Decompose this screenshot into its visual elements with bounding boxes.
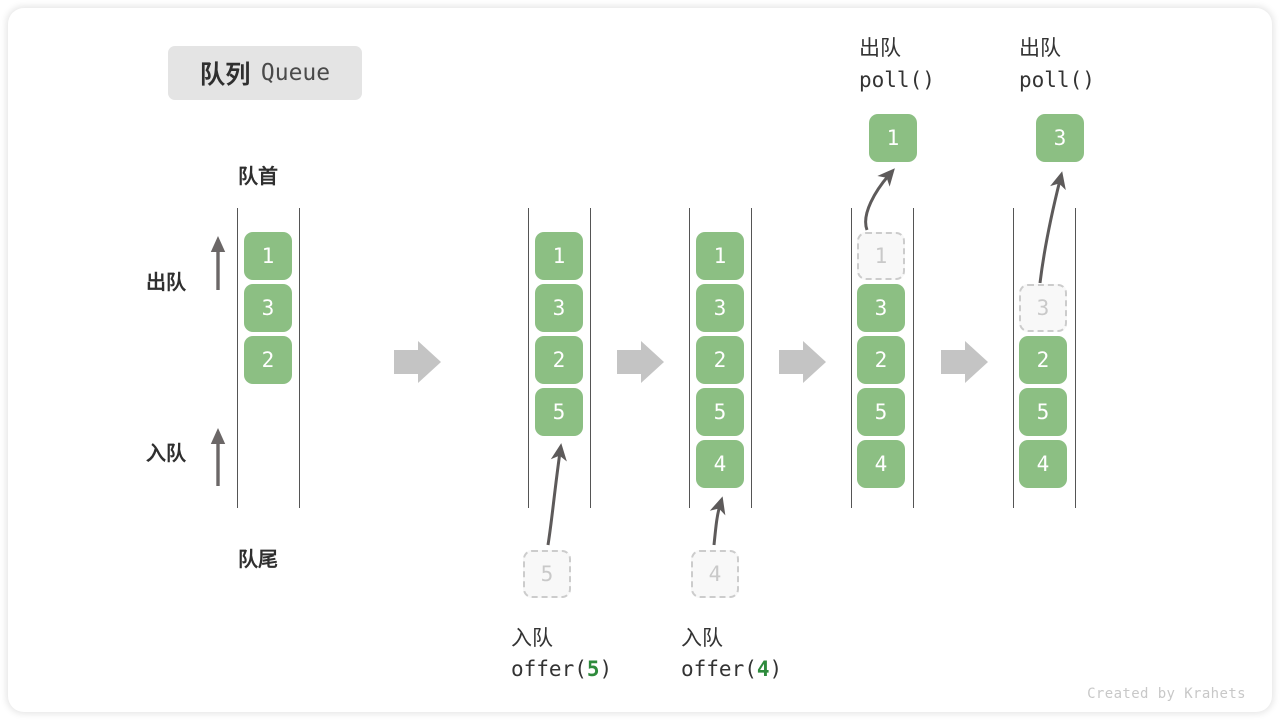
stage-4-outgoing-arrow-icon bbox=[864, 168, 895, 231]
stage-5-cell-4: 4 bbox=[1019, 440, 1067, 488]
stage-4-cell-2: 2 bbox=[857, 336, 905, 384]
stage-2-code-arg: 5 bbox=[586, 657, 600, 681]
watermark-credit: Created by Krahets bbox=[1087, 686, 1246, 702]
stage-4-cell-4: 4 bbox=[857, 440, 905, 488]
stage-4-caption-code: poll() bbox=[859, 68, 935, 92]
stage-3-caption-code: offer(4) bbox=[681, 657, 782, 681]
stage-2-code-post: ) bbox=[599, 657, 613, 681]
stage-2-cell-0: 1 bbox=[535, 232, 583, 280]
step-arrow-1 bbox=[394, 341, 441, 383]
diagram-title-chip: 队列 Queue bbox=[168, 46, 362, 100]
queue-tail-label: 队尾 bbox=[238, 549, 278, 571]
queue-head-label: 队首 bbox=[238, 166, 278, 188]
step-arrow-3 bbox=[779, 341, 826, 383]
stage-1-cell-2: 2 bbox=[244, 336, 292, 384]
stage-3-rail-right bbox=[751, 208, 752, 508]
stage-4-rail-left bbox=[851, 208, 852, 508]
stage-3-code-pre: offer( bbox=[681, 657, 757, 681]
diagram-title-en: Queue bbox=[260, 60, 331, 86]
stage-2-cell-1: 3 bbox=[535, 284, 583, 332]
stage-3-cell-3: 5 bbox=[696, 388, 744, 436]
stage-5-cell-2: 2 bbox=[1019, 336, 1067, 384]
stage-2-caption-cn: 入队 bbox=[511, 627, 553, 650]
stage-5-cell-1: 3 bbox=[1019, 284, 1067, 332]
step-arrow-2 bbox=[617, 341, 664, 383]
stage-3-code-post: ) bbox=[769, 657, 783, 681]
stage-3-code-arg: 4 bbox=[756, 657, 770, 681]
stage-4-cell-0: 1 bbox=[857, 232, 905, 280]
stage-2-code-pre: offer( bbox=[511, 657, 587, 681]
stage-3-cell-1: 3 bbox=[696, 284, 744, 332]
stage-3-incoming-cell: 4 bbox=[691, 550, 739, 598]
stage-3-incoming-arrow-icon bbox=[709, 496, 726, 546]
stage-4-rail-right bbox=[913, 208, 914, 508]
dequeue-direction-arrow-icon bbox=[210, 236, 226, 290]
stage-4-cell-3: 5 bbox=[857, 388, 905, 436]
stage-2-rail-left bbox=[528, 208, 529, 508]
stage-5-caption-cn: 出队 bbox=[1019, 37, 1061, 60]
stage-1-cell-1: 3 bbox=[244, 284, 292, 332]
stage-4-caption-cn: 出队 bbox=[859, 37, 901, 60]
diagram-title-cn: 队列 bbox=[199, 61, 251, 89]
stage-3-rail-left bbox=[689, 208, 690, 508]
stage-3-cell-0: 1 bbox=[696, 232, 744, 280]
stage-3-cell-4: 4 bbox=[696, 440, 744, 488]
stage-3-caption-cn: 入队 bbox=[681, 627, 723, 650]
enqueue-direction-label: 入队 bbox=[146, 443, 186, 465]
stage-3-cell-2: 2 bbox=[696, 336, 744, 384]
stage-1-rail-left bbox=[237, 208, 238, 508]
stage-5-caption-code: poll() bbox=[1019, 68, 1095, 92]
stage-2-cell-3: 5 bbox=[535, 388, 583, 436]
step-arrow-4 bbox=[941, 341, 988, 383]
stage-1-rail-right bbox=[299, 208, 300, 508]
stage-2-rail-right bbox=[590, 208, 591, 508]
stage-5-rail-right bbox=[1075, 208, 1076, 508]
stage-5-rail-left bbox=[1013, 208, 1014, 508]
stage-2-incoming-cell: 5 bbox=[523, 550, 571, 598]
dequeue-direction-label: 出队 bbox=[146, 272, 186, 294]
stage-5-cell-3: 5 bbox=[1019, 388, 1067, 436]
stage-2-cell-2: 2 bbox=[535, 336, 583, 384]
stage-1-cell-0: 1 bbox=[244, 232, 292, 280]
stage-5-outgoing-arrow-icon bbox=[1038, 171, 1066, 284]
enqueue-direction-arrow-icon bbox=[210, 428, 226, 486]
stage-2-incoming-arrow-icon bbox=[546, 443, 567, 546]
stage-4-outgoing-cell: 1 bbox=[869, 114, 917, 162]
stage-2-caption-code: offer(5) bbox=[511, 657, 612, 681]
stage-4-cell-1: 3 bbox=[857, 284, 905, 332]
stage-5-outgoing-cell: 3 bbox=[1036, 114, 1084, 162]
